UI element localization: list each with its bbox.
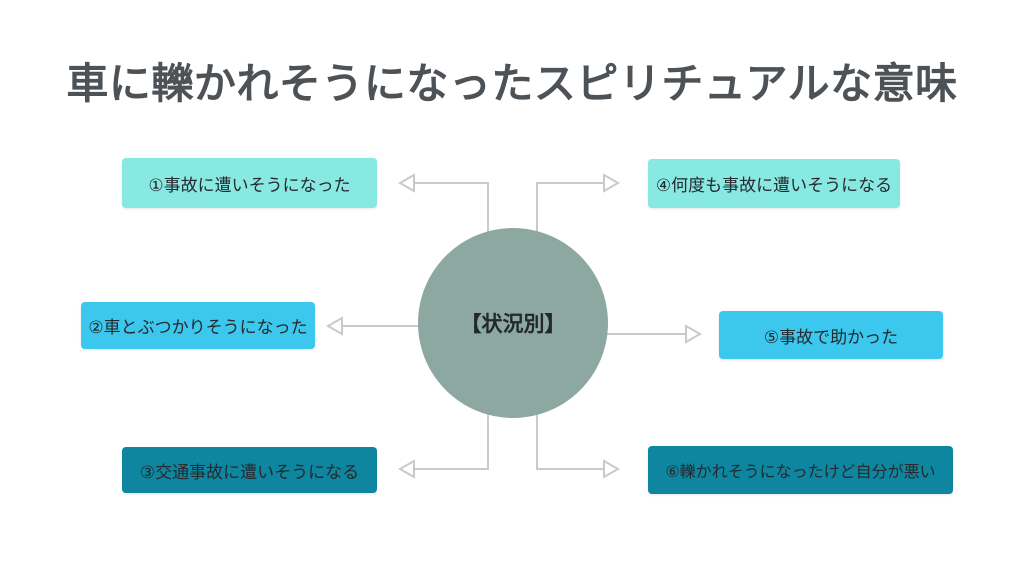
arrow-head-middle-left (325, 316, 343, 336)
node-box-4: ④何度も事故に遭いそうになる (648, 159, 900, 208)
arrow-line-top-left (414, 182, 489, 233)
arrow-line-bottom-left (414, 413, 489, 470)
node-box-3: ③交通事故に遭いそうになる (122, 447, 377, 493)
arrow-head-top-left (397, 173, 415, 193)
arrow-line-bottom-right (536, 413, 604, 470)
node-box-1: ①事故に遭いそうになった (122, 158, 377, 208)
node-box-5: ⑤事故で助かった (719, 311, 943, 359)
center-node: 【状況別】 (418, 228, 608, 418)
node-box-6: ⑥轢かれそうになったけど自分が悪い (648, 446, 953, 494)
center-node-label: 【状況別】 (460, 313, 566, 336)
diagram-title: 車に轢かれそうになったスピリチュアルな意味 (66, 60, 958, 107)
node-box-2: ②車とぶつかりそうになった (81, 302, 315, 349)
arrow-head-bottom-left (397, 459, 415, 479)
arrow-line-top-right (536, 182, 604, 233)
arrow-head-bottom-right (603, 459, 621, 479)
arrow-head-middle-right (685, 324, 703, 344)
arrow-head-top-right (603, 173, 621, 193)
